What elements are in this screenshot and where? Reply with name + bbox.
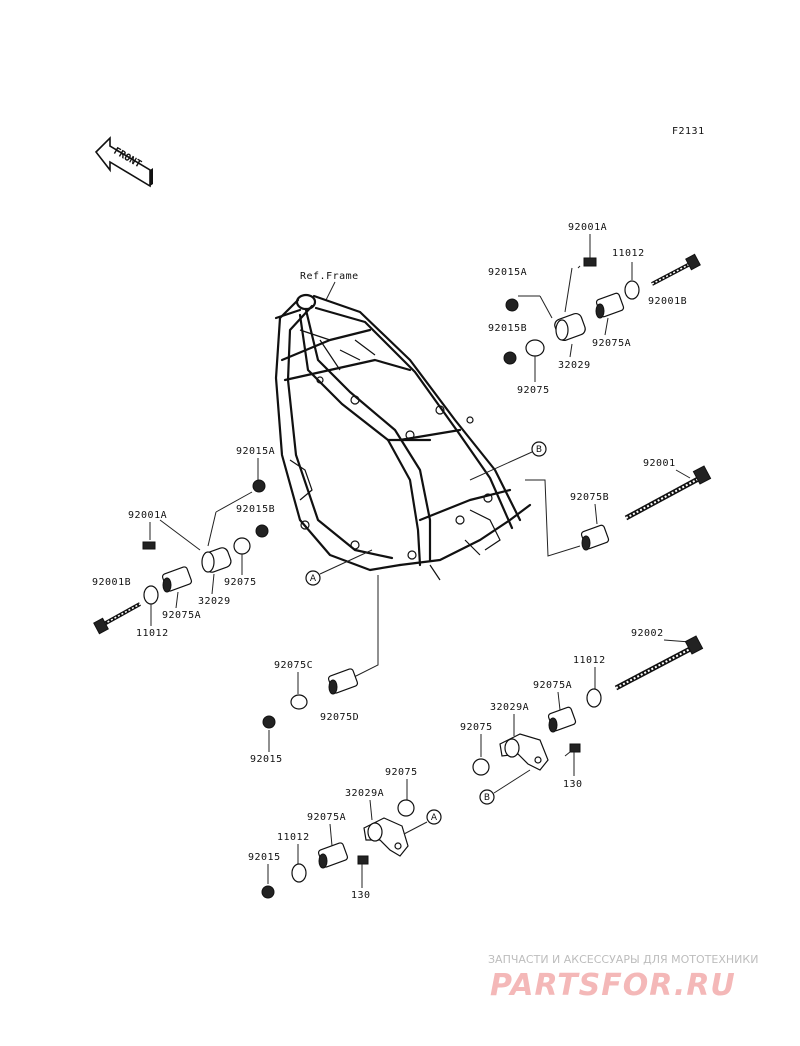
bolt-92001: [624, 465, 712, 521]
label-92075A-bottom: 92075A: [307, 812, 346, 823]
nut-92015B-top: [503, 351, 517, 365]
bracket-32029A-bottom: [363, 817, 409, 857]
bolt-130-right: [564, 743, 581, 757]
label-92015-mid: 92015: [250, 754, 283, 765]
label-92075-bottom: 92075: [385, 767, 418, 778]
motorcycle-frame: [274, 293, 532, 581]
bracket-32029-top: [554, 312, 586, 342]
nut-92015A-left: [252, 479, 266, 493]
washer-92075-left: [233, 537, 251, 555]
label-92001A-left: 92001A: [128, 510, 167, 521]
callout-a-left: [305, 570, 321, 586]
label-130-bottom: 130: [351, 890, 371, 901]
washer-92075C: [290, 694, 308, 710]
bolt-92001B-left: [93, 602, 141, 635]
bolt-92001A-top: [577, 257, 597, 269]
label-92075A-right: 92075A: [533, 680, 572, 691]
callout-a-bottom: [426, 809, 442, 825]
collar-11012-top: [624, 280, 640, 300]
collar-11012-right: [586, 688, 602, 708]
label-11012-top: 11012: [612, 248, 645, 259]
watermark-brand: PARTSFOR.RU: [490, 968, 736, 1003]
label-92075C: 92075C: [274, 660, 313, 671]
label-92015A-left: 92015A: [236, 446, 275, 457]
label-92001B-top: 92001B: [648, 296, 687, 307]
callout-b-top-label: B: [536, 445, 542, 455]
bracket-32029A-right: [499, 733, 549, 771]
label-92001A-top: 92001A: [568, 222, 607, 233]
label-11012-left: 11012: [136, 628, 169, 639]
label-92001B-left: 92001B: [92, 577, 131, 588]
label-92075A-left: 92075A: [162, 610, 201, 621]
nut-92015-bottom: [261, 885, 275, 899]
label-92002: 92002: [631, 628, 664, 639]
label-92015-bottom: 92015: [248, 852, 281, 863]
bolt-92001A-left: [142, 541, 156, 550]
label-130-right: 130: [563, 779, 583, 790]
callout-a-bottom-label: A: [431, 813, 438, 823]
bushing-92075A-right: [547, 706, 577, 733]
nut-92015A-top: [505, 298, 519, 312]
label-32029-left: 32029: [198, 596, 231, 607]
callout-b-bottom: [479, 789, 495, 805]
collar-11012-left: [143, 585, 159, 605]
label-92075B: 92075B: [570, 492, 609, 503]
callout-b-bottom-label: B: [484, 793, 490, 803]
bushing-92075A-bottom: [317, 842, 349, 869]
bolt-130-bottom: [357, 855, 369, 865]
bushing-92075B: [580, 524, 610, 551]
bushing-92075D: [327, 668, 359, 695]
nut-92015-mid: [262, 715, 276, 729]
washer-92075-top: [525, 339, 545, 357]
collar-11012-bottom: [291, 863, 307, 883]
bolt-92001B-top: [651, 253, 701, 286]
ref-frame-label: Ref.Frame: [300, 271, 359, 282]
label-32029-top: 32029: [558, 360, 591, 371]
label-92015B-left: 92015B: [236, 504, 275, 515]
label-92015B-top: 92015B: [488, 323, 527, 334]
figure-code: F2131: [672, 126, 705, 137]
bushing-92075A-top: [595, 292, 625, 319]
label-32029A-right: 32029A: [490, 702, 529, 713]
washer-92075-right: [472, 758, 490, 776]
label-11012-right: 11012: [573, 655, 606, 666]
nut-92015B-left: [255, 524, 269, 538]
callout-b-top: [531, 441, 547, 457]
label-92075D: 92075D: [320, 712, 359, 723]
label-92075-right: 92075: [460, 722, 493, 733]
label-92075A-top: 92075A: [592, 338, 631, 349]
bolt-92002: [614, 635, 704, 691]
callout-a-left-label: A: [310, 574, 317, 584]
front-arrow-icon: FRONT: [94, 136, 153, 188]
label-92001: 92001: [643, 458, 676, 469]
label-92075-top: 92075: [517, 385, 550, 396]
washer-92075-bottom: [397, 799, 415, 817]
bushing-92075A-left: [161, 566, 193, 593]
label-32029A-bottom: 32029A: [345, 788, 384, 799]
bracket-32029-left: [201, 547, 232, 573]
watermark-tagline: ЗАПЧАСТИ И АКСЕССУАРЫ ДЛЯ МОТОТЕХНИКИ: [488, 953, 758, 966]
label-92075-left: 92075: [224, 577, 257, 588]
label-92015A-top: 92015A: [488, 267, 527, 278]
label-11012-bottom: 11012: [277, 832, 310, 843]
